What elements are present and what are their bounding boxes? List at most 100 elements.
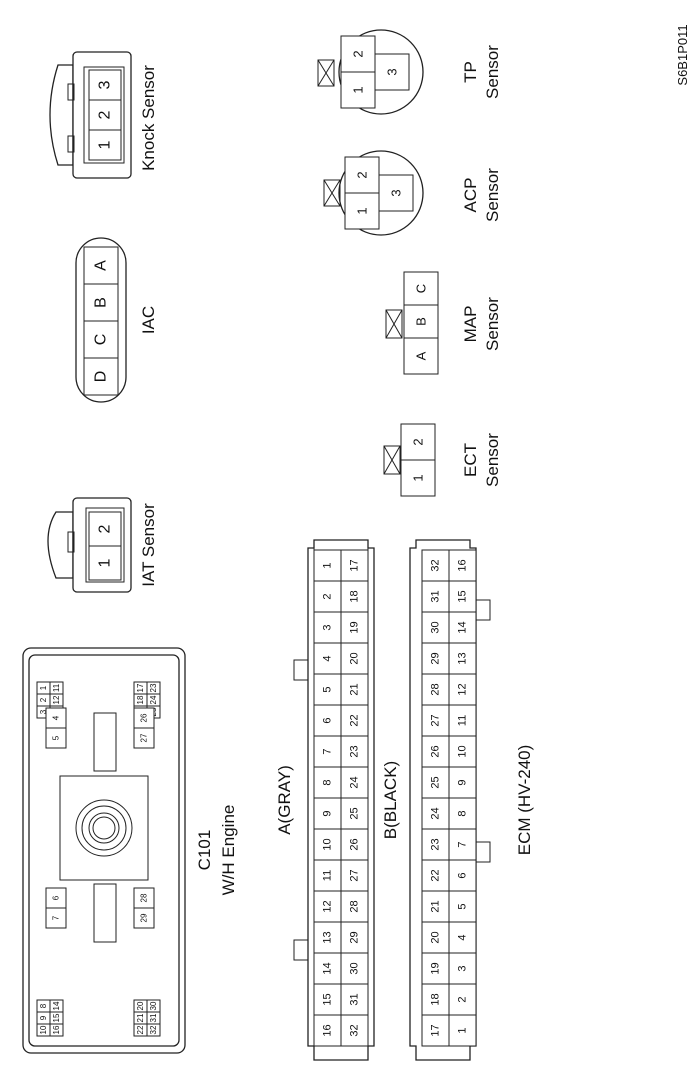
ecm-a-pin-30-label: 30 bbox=[349, 962, 361, 974]
ecm-a-pin-27: 27 bbox=[340, 859, 369, 892]
ecm-a-pin-15: 15 bbox=[313, 983, 342, 1016]
ecm-b-pin-21: 21 bbox=[421, 890, 450, 923]
ecm-b-pin-19-label: 19 bbox=[430, 962, 442, 974]
ecm-b-pin-22: 22 bbox=[421, 859, 450, 892]
c101-pin-30-label: 30 bbox=[149, 1001, 158, 1010]
ecm-b-pin-16: 16 bbox=[448, 549, 477, 582]
ecm-b-pin-29-label: 29 bbox=[430, 652, 442, 664]
acp-pin-cells: 123 bbox=[344, 156, 414, 230]
c101-pin-21-label: 21 bbox=[136, 1013, 145, 1022]
ecm-a-label: A(GRAY) bbox=[275, 765, 294, 835]
c101-pin-7: 7 bbox=[45, 907, 67, 929]
c101-pin-11-label: 11 bbox=[52, 683, 61, 692]
ecm-b-pin-6: 6 bbox=[448, 859, 477, 892]
iat-pin-2-label: 2 bbox=[97, 524, 114, 533]
ecm-a-pin-13: 13 bbox=[313, 921, 342, 954]
acp-pin-3: 3 bbox=[378, 174, 414, 212]
ecm-b-pin-9: 9 bbox=[448, 766, 477, 799]
iat-pin-1: 1 bbox=[88, 545, 122, 581]
c101-pin-16-label: 16 bbox=[52, 1025, 61, 1034]
ecm-a-pin-3: 3 bbox=[313, 611, 342, 644]
ecm-b-pin-24-label: 24 bbox=[430, 807, 442, 819]
c101-pin-22: 22 bbox=[133, 1023, 148, 1037]
knock-pin-2-label: 2 bbox=[97, 110, 114, 119]
c101-pin-26-label: 26 bbox=[140, 713, 149, 722]
ecm-a-pin-20: 20 bbox=[340, 642, 369, 675]
ecm-a-pin-18: 18 bbox=[340, 580, 369, 613]
c101-pin-12: 12 bbox=[49, 693, 64, 707]
c101-pin-20: 20 bbox=[133, 999, 148, 1013]
ecm-a-pin-cells: 1615141312111098765432132313029282726252… bbox=[313, 549, 369, 1047]
tp-pin-1-label: 1 bbox=[351, 86, 366, 93]
ecm-b-pin-9-label: 9 bbox=[457, 779, 469, 785]
ecm-a-pin-22-label: 22 bbox=[349, 714, 361, 726]
ecm-b-pin-8: 8 bbox=[448, 797, 477, 830]
iac-label: IAC bbox=[139, 306, 158, 334]
ecm-b-pin-14-label: 14 bbox=[457, 621, 469, 633]
ecm-a-pin-9-label: 9 bbox=[322, 810, 334, 816]
knock-pin-3-label: 3 bbox=[97, 80, 114, 89]
ecm-a-pin-2: 2 bbox=[313, 580, 342, 613]
c101-pin-1: 1 bbox=[36, 681, 51, 695]
acp-pin-3-label: 3 bbox=[389, 189, 404, 196]
acp-pin-1: 1 bbox=[344, 192, 380, 230]
ecm-a-pin-18-label: 18 bbox=[349, 590, 361, 602]
c101-pin-20-label: 20 bbox=[136, 1001, 145, 1010]
ecm-a-pin-29-label: 29 bbox=[349, 931, 361, 943]
c101-pin-12-label: 12 bbox=[52, 695, 61, 704]
ecm-a-pin-28: 28 bbox=[340, 890, 369, 923]
c101-pin-21: 21 bbox=[133, 1011, 148, 1025]
ecm-a-pin-23: 23 bbox=[340, 735, 369, 768]
ecm-a-pin-11-label: 11 bbox=[322, 870, 334, 881]
c101-pin-24-label: 24 bbox=[149, 695, 158, 704]
ecm-a-pin-31: 31 bbox=[340, 983, 369, 1016]
c101-labels: C101 W/H Engine bbox=[195, 805, 238, 896]
ect-pin-2-label: 2 bbox=[411, 438, 426, 445]
ecm-connector-a: 1615141312111098765432132313029282726252… bbox=[293, 539, 375, 1061]
iac-pin-B: B bbox=[83, 283, 119, 322]
ecm-a-pin-1-label: 1 bbox=[322, 562, 334, 568]
ecm-a-pin-12-label: 12 bbox=[322, 900, 334, 912]
c101-pin-27: 27 bbox=[133, 727, 155, 749]
c101-subtitle: W/H Engine bbox=[219, 805, 238, 896]
c101-pin-15: 15 bbox=[49, 1011, 64, 1025]
ecm-a-pin-21-label: 21 bbox=[349, 683, 361, 695]
iac-pin-A-label: A bbox=[93, 260, 110, 271]
ecm-a-pin-17-label: 17 bbox=[349, 559, 361, 571]
ecm-b-pin-29: 29 bbox=[421, 642, 450, 675]
ecm-b-pin-28-label: 28 bbox=[430, 683, 442, 695]
map-pin-cells: ABC bbox=[403, 271, 439, 375]
c101-pin-29: 29 bbox=[133, 907, 155, 929]
ecm-b-pin-31-label: 31 bbox=[430, 590, 442, 602]
ecm-a-pin-24-label: 24 bbox=[349, 776, 361, 788]
c101-pin-29-label: 29 bbox=[140, 913, 149, 922]
ecm-a-pin-32-label: 32 bbox=[349, 1024, 361, 1036]
ecm-a-pin-31-label: 31 bbox=[349, 993, 361, 1005]
c101-pin-23: 23 bbox=[146, 681, 161, 695]
iat-pin-1-label: 1 bbox=[97, 558, 114, 567]
c101-pin-14-label: 14 bbox=[52, 1001, 61, 1010]
c101-pin-5-label: 5 bbox=[52, 735, 61, 740]
ecm-b-pin-24: 24 bbox=[421, 797, 450, 830]
ecm-a-pin-8: 8 bbox=[313, 766, 342, 799]
ecm-b-pin-5: 5 bbox=[448, 890, 477, 923]
ecm-b-pin-7-label: 7 bbox=[457, 841, 469, 847]
ecm-a-pin-1: 1 bbox=[313, 549, 342, 582]
acp-label-1: ACP bbox=[461, 178, 480, 213]
knock-pin-1: 1 bbox=[88, 129, 122, 161]
ecm-title: ECM (HV-240) bbox=[515, 745, 534, 856]
c101-pin-3-label: 3 bbox=[39, 709, 48, 714]
iat-label: IAT Sensor bbox=[139, 503, 158, 587]
ecm-a-pin-4-label: 4 bbox=[322, 655, 334, 661]
map-pin-C: C bbox=[403, 271, 439, 306]
c101-pin-10-label: 10 bbox=[39, 1025, 48, 1034]
ecm-b-pin-25: 25 bbox=[421, 766, 450, 799]
c101-connector: 1098161514321131211222120323130191817252… bbox=[22, 647, 186, 1054]
ecm-b-pin-27-label: 27 bbox=[430, 714, 442, 726]
ecm-b-pin-21-label: 21 bbox=[430, 900, 442, 912]
ecm-a-pin-19-label: 19 bbox=[349, 621, 361, 633]
knock-pin-cells: 1 2 3 bbox=[88, 69, 122, 161]
ecm-a-pin-16-label: 16 bbox=[322, 1024, 334, 1036]
ecm-connector-b: 1718192021222324252627282930313212345678… bbox=[409, 539, 491, 1061]
